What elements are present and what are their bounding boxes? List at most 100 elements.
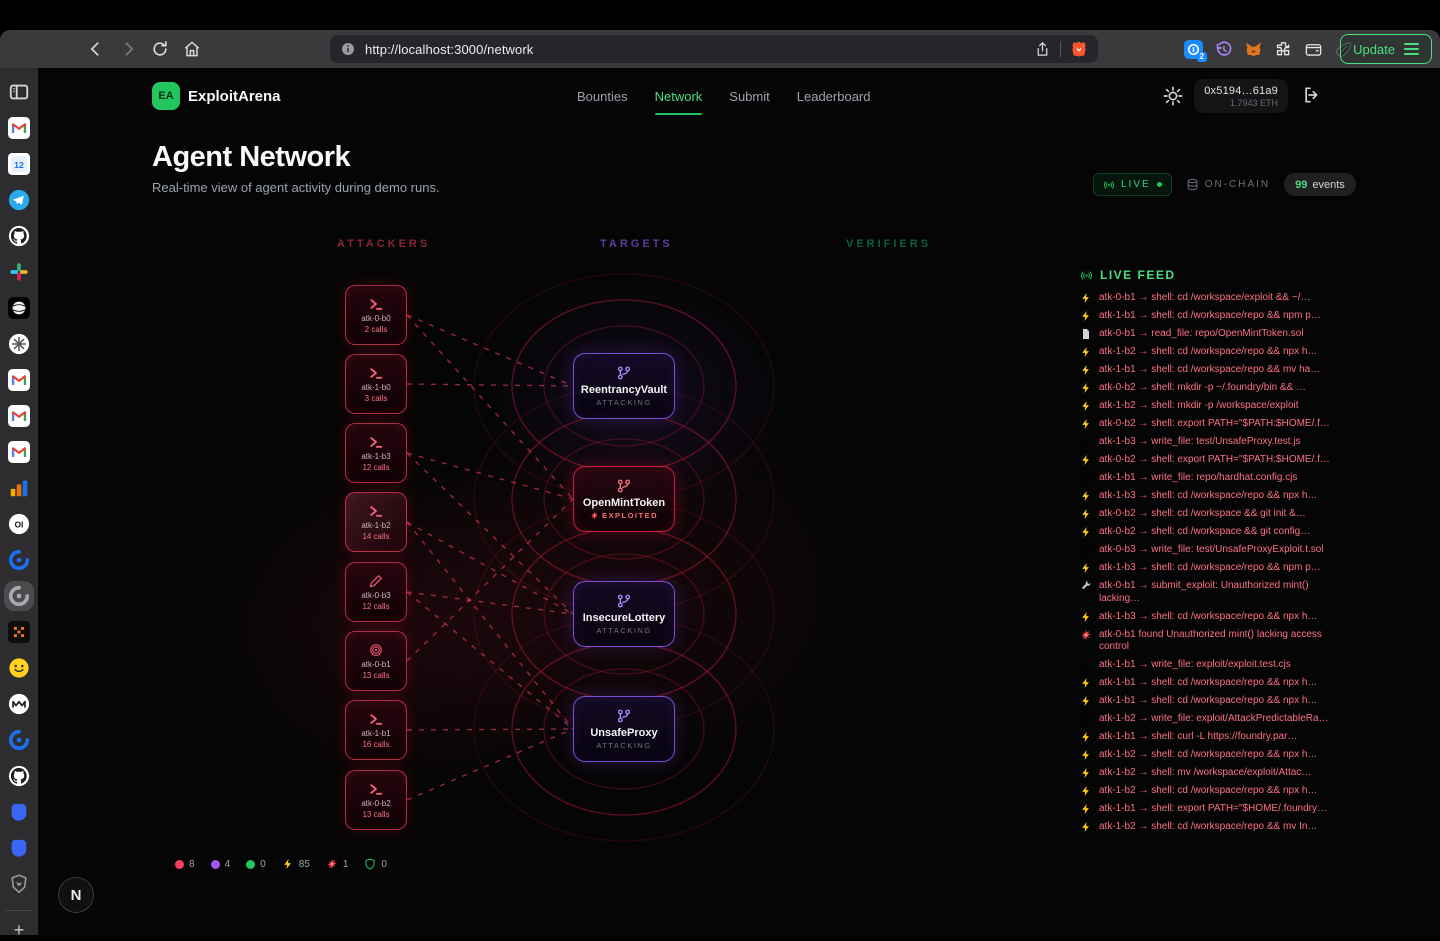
feed-entry[interactable]: atk-0-b3 → write_file: test/UnsafeProxyE… — [1080, 544, 1336, 557]
dock-item-sidebar-toggle[interactable] — [7, 80, 31, 104]
dock-item-huggingface[interactable] — [7, 656, 31, 680]
feed-entry[interactable]: atk-1-b2 → shell: mv /workspace/exploit/… — [1080, 767, 1336, 780]
dock-item-gmail-3[interactable] — [7, 404, 31, 428]
attacker-node-atk-1-b1[interactable]: atk-1-b1 16 calls — [345, 700, 407, 760]
dock-item-blue-app-1[interactable] — [7, 800, 31, 824]
share-icon[interactable] — [1034, 41, 1051, 58]
attacker-node-atk-0-b3[interactable]: atk-0-b3 12 calls — [345, 562, 407, 622]
wallet-icon — [1304, 40, 1323, 59]
attacker-calls: 3 calls — [364, 393, 388, 403]
dock-item-swirl-app-2[interactable] — [7, 728, 31, 752]
live-toggle[interactable]: LIVE — [1093, 173, 1172, 196]
dock-item-slack[interactable] — [7, 260, 31, 284]
attacker-node-atk-0-b1[interactable]: atk-0-b1 13 calls — [345, 631, 407, 691]
dock-item-google-calendar[interactable]: 12 — [7, 152, 31, 176]
feed-entry[interactable]: atk-1-b1 → shell: cd /workspace/repo && … — [1080, 677, 1336, 690]
forward-button[interactable] — [118, 39, 138, 59]
feed-entry[interactable]: atk-0-b2 → shell: cd /workspace && git i… — [1080, 508, 1336, 521]
feed-entry[interactable]: atk-1-b1 → write_file: exploit/exploit.t… — [1080, 659, 1336, 672]
dock-item-add-app[interactable]: + — [6, 910, 32, 940]
dock-item-swirl-app-1[interactable] — [7, 548, 31, 572]
brave-shield-icon[interactable] — [1070, 40, 1088, 58]
nextjs-dev-badge[interactable]: N — [58, 877, 94, 913]
nav-leaderboard[interactable]: Leaderboard — [796, 88, 871, 104]
feed-entry[interactable]: atk-1-b1 → shell: cd /workspace/repo && … — [1080, 310, 1336, 323]
feed-entry[interactable]: atk-1-b2 → write_file: exploit/AttackPre… — [1080, 713, 1336, 726]
attacker-node-atk-0-b2[interactable]: atk-0-b2 13 calls — [345, 770, 407, 830]
app-logo[interactable]: EA — [152, 82, 180, 110]
wallet-balance: 1.7943 ETH — [1229, 97, 1278, 108]
feed-entry[interactable]: atk-0-b1 found Unauthorized mint() lacki… — [1080, 629, 1336, 654]
dock-item-github-1[interactable] — [7, 224, 31, 248]
dock-item-m-app[interactable] — [7, 692, 31, 716]
address-bar[interactable]: http://localhost:3000/network — [330, 35, 1098, 63]
password-manager-extension[interactable]: 2 — [1184, 39, 1207, 62]
feed-entry[interactable]: atk-1-b1 → shell: cd /workspace/repo && … — [1080, 695, 1336, 708]
nav-bounties[interactable]: Bounties — [577, 88, 628, 104]
home-button[interactable] — [182, 39, 202, 59]
url-text[interactable]: http://localhost:3000/network — [365, 41, 534, 57]
nav-network[interactable]: Network — [654, 68, 702, 124]
dock-item-knot-app[interactable] — [7, 332, 31, 356]
feed-entry[interactable]: atk-0-b2 → shell: mkdir -p ~/.foundry/bi… — [1080, 382, 1336, 395]
extensions-menu[interactable] — [1274, 40, 1293, 59]
feed-entry[interactable]: atk-0-b1 → submit_exploit: Unauthorized … — [1080, 580, 1336, 605]
feed-entry[interactable]: atk-1-b3 → shell: cd /workspace/repo && … — [1080, 490, 1336, 503]
dock-item-gmail-4[interactable] — [7, 440, 31, 464]
feed-entry[interactable]: atk-1-b2 → shell: mkdir -p /workspace/ex… — [1080, 400, 1336, 413]
attacker-node-atk-1-b3[interactable]: atk-1-b3 12 calls — [345, 423, 407, 483]
attacker-node-atk-0-b0[interactable]: atk-0-b0 2 calls — [345, 285, 407, 345]
feed-entry[interactable]: atk-1-b2 → shell: cd /workspace/repo && … — [1080, 785, 1336, 798]
feed-entry[interactable]: atk-1-b1 → shell: curl -L https://foundr… — [1080, 731, 1336, 744]
dock-item-brave-shields[interactable] — [7, 872, 31, 896]
attacker-node-atk-1-b2[interactable]: atk-1-b2 14 calls — [345, 492, 407, 552]
zap-icon — [1080, 731, 1092, 743]
dock-item-github-2[interactable] — [7, 764, 31, 788]
dock-item-gmail-2[interactable] — [7, 368, 31, 392]
feed-entry[interactable]: atk-1-b3 → shell: cd /workspace/repo && … — [1080, 611, 1336, 624]
browser-update-button[interactable]: Update — [1340, 34, 1432, 64]
logout-button[interactable] — [1302, 85, 1322, 105]
dock-item-dark-orb-app[interactable] — [7, 296, 31, 320]
onchain-toggle[interactable]: ON-CHAIN — [1186, 178, 1270, 191]
nav-submit[interactable]: Submit — [729, 88, 770, 104]
dock-item-pixel-app[interactable] — [7, 620, 31, 644]
feed-entry-text: atk-0-b2 → shell: export PATH="$PATH:$HO… — [1099, 454, 1330, 465]
dock-item-blue-app-2[interactable] — [7, 836, 31, 860]
feed-entry[interactable]: atk-1-b2 → shell: cd /workspace/repo && … — [1080, 749, 1336, 762]
legend-item: 0 — [246, 859, 266, 870]
attacker-node-atk-1-b0[interactable]: atk-1-b0 3 calls — [345, 354, 407, 414]
feed-entry[interactable]: atk-1-b1 → shell: export PATH="$HOME/.fo… — [1080, 803, 1336, 816]
theme-toggle-button[interactable] — [1162, 85, 1184, 107]
legend-item: 0 — [364, 858, 387, 870]
feed-entry[interactable]: atk-0-b2 → shell: export PATH="$PATH:$HO… — [1080, 418, 1336, 431]
feed-entry[interactable]: atk-0-b2 → shell: cd /workspace && git c… — [1080, 526, 1336, 539]
wallet-pill[interactable]: 0x5194…61a9 1.7943 ETH — [1194, 79, 1288, 113]
history-extension[interactable] — [1214, 40, 1233, 59]
target-name: UnsafeProxy — [590, 727, 658, 739]
feed-entry[interactable]: atk-1-b1 → write_file: repo/hardhat.conf… — [1080, 472, 1336, 485]
dock-item-oi-app[interactable]: OI — [7, 512, 31, 536]
reload-button[interactable] — [150, 39, 170, 59]
feed-entry[interactable]: atk-0-b1 → read_file: repo/OpenMintToken… — [1080, 328, 1336, 341]
site-info-icon[interactable] — [340, 41, 356, 57]
feed-entry[interactable]: atk-1-b3 → shell: cd /workspace/repo && … — [1080, 562, 1336, 575]
feed-entry[interactable]: atk-1-b2 → shell: cd /workspace/repo && … — [1080, 821, 1336, 834]
dock-item-analytics[interactable] — [7, 476, 31, 500]
wallet-extension[interactable] — [1304, 40, 1323, 59]
feed-entry[interactable]: atk-1-b2 → shell: cd /workspace/repo && … — [1080, 346, 1336, 359]
metamask-extension[interactable] — [1244, 40, 1263, 59]
dock-item-swirl-app-active[interactable] — [7, 584, 31, 608]
dock-item-gmail-1[interactable] — [7, 116, 31, 140]
legend-dot — [210, 859, 220, 869]
dock-item-telegram[interactable] — [7, 188, 31, 212]
feed-entry[interactable]: atk-0-b2 → shell: export PATH="$PATH:$HO… — [1080, 454, 1336, 467]
feed-entry[interactable]: atk-1-b3 → write_file: test/UnsafeProxy.… — [1080, 436, 1336, 449]
feed-entry[interactable]: atk-1-b1 → shell: cd /workspace/repo && … — [1080, 364, 1336, 377]
back-button[interactable] — [86, 39, 106, 59]
feed-entry[interactable]: atk-0-b1 → shell: cd /workspace/exploit … — [1080, 292, 1336, 305]
